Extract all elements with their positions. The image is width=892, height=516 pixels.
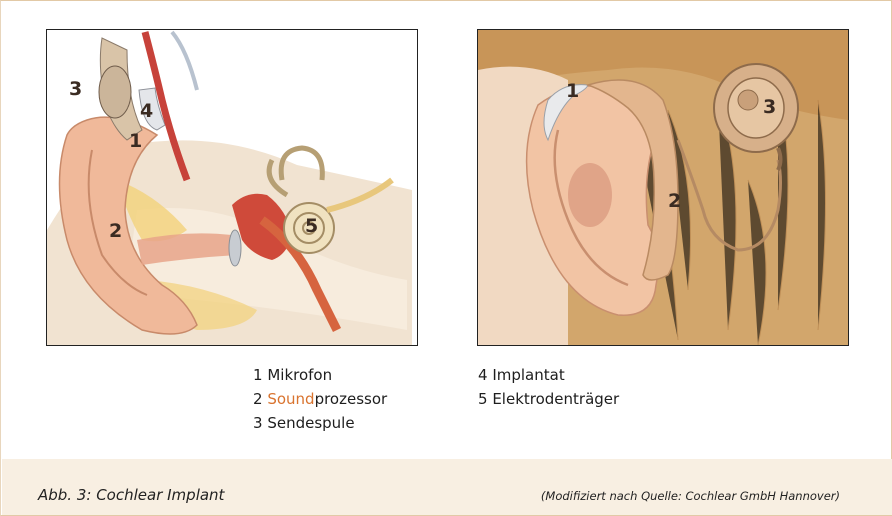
- ear-anatomy-illustration: 3 4 1 2 5: [46, 29, 418, 346]
- label-5: 5: [305, 215, 318, 237]
- label-4: 4: [140, 100, 153, 122]
- legend-column-1: 1 Mikrofon 2 Soundprozessor 3 Sendespule: [253, 363, 387, 435]
- figure-caption: Abb. 3: Cochlear Implant: [38, 486, 224, 504]
- ear-anatomy-drawing: [47, 30, 417, 345]
- label-1: 1: [129, 130, 142, 152]
- label-3: 3: [763, 96, 776, 118]
- legend-item-3: 3 Sendespule: [253, 411, 387, 435]
- external-device-illustration: 1 2 3: [477, 29, 849, 346]
- figure-source: (Modifiziert nach Quelle: Cochlear GmbH …: [541, 489, 840, 503]
- legend-item-2: 2 Soundprozessor: [253, 387, 387, 411]
- label-3: 3: [69, 78, 82, 100]
- label-2: 2: [109, 220, 122, 242]
- label-2: 2: [668, 190, 681, 212]
- legend-item-4: 4 Implantat: [478, 363, 619, 387]
- external-device-drawing: [478, 30, 848, 345]
- legend-column-2: 4 Implantat 5 Elektrodenträger: [478, 363, 619, 411]
- caption-bar: Abb. 3: Cochlear Implant (Modifiziert na…: [2, 459, 892, 515]
- legend-item-5: 5 Elektrodenträger: [478, 387, 619, 411]
- legend-item-1: 1 Mikrofon: [253, 363, 387, 387]
- label-1: 1: [566, 80, 579, 102]
- legend-accent-word: Sound: [267, 390, 314, 408]
